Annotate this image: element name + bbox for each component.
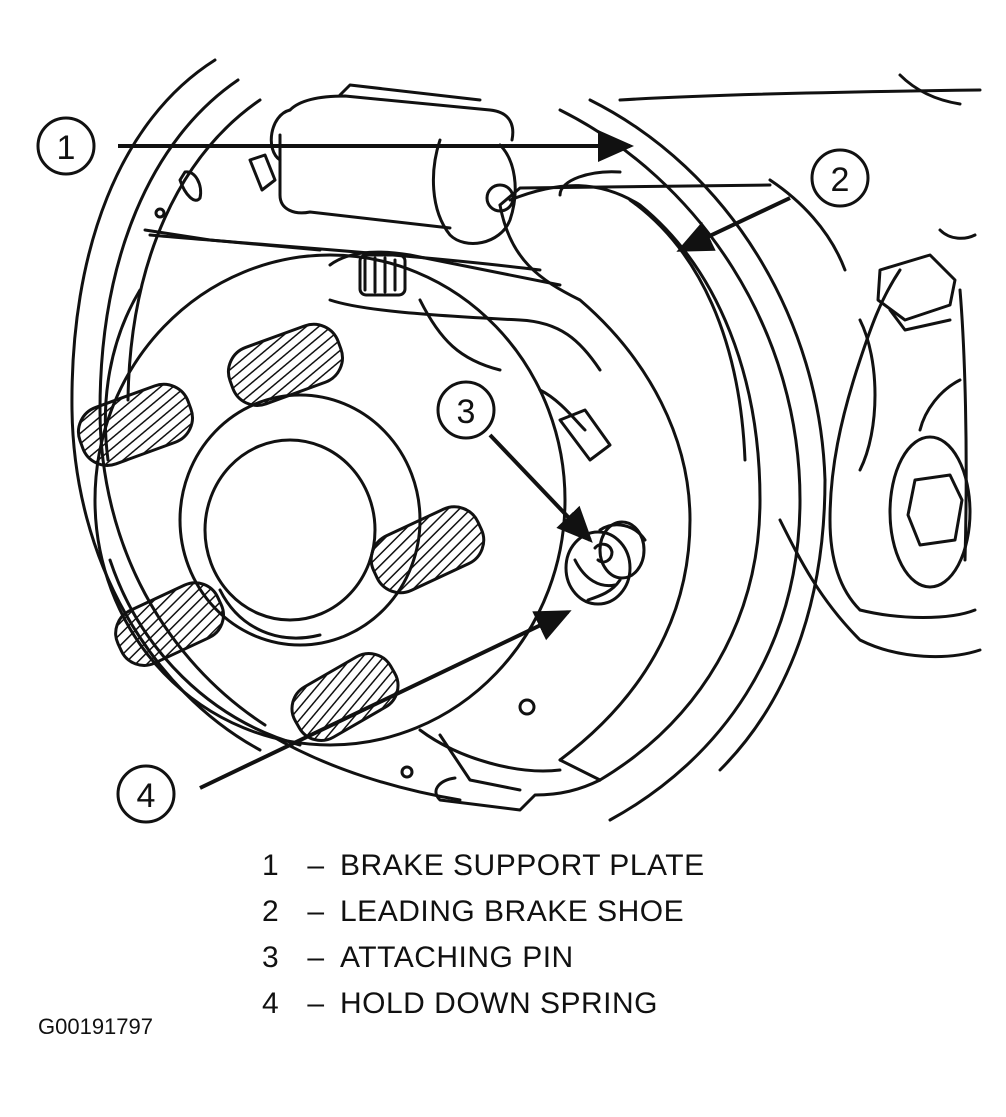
leader-arrow-3: [488, 433, 593, 543]
attaching-pin: [593, 542, 614, 564]
suspension-knuckle: [618, 73, 982, 659]
legend-separator: –: [307, 849, 325, 882]
legend-number: 4: [262, 987, 280, 1020]
callout-2-number: 2: [831, 161, 850, 199]
callout-3-number: 3: [457, 393, 476, 431]
leader-arrow-2: [676, 196, 791, 252]
wheel-cylinder: [248, 83, 517, 245]
brake-drum-edge: [558, 98, 827, 822]
callout-3: 3: [436, 380, 496, 440]
wheel-stud-1: [227, 322, 344, 407]
legend-label: HOLD DOWN SPRING: [340, 987, 659, 1020]
wheel-stud-2: [77, 382, 194, 467]
legend-row-2: 2 – LEADING BRAKE SHOE: [262, 889, 705, 935]
legend-row-3: 3 – ATTACHING PIN: [262, 935, 705, 981]
legend-number: 3: [262, 941, 280, 974]
callout-4: 4: [116, 764, 176, 824]
hold-down-spring: [564, 520, 647, 606]
leader-arrow-4: [199, 610, 572, 790]
legend-row-4: 4 – HOLD DOWN SPRING: [262, 981, 705, 1027]
figure-id: G00191797: [38, 1014, 153, 1039]
legend-label: ATTACHING PIN: [340, 941, 574, 974]
legend-separator: –: [307, 987, 325, 1020]
legend-row-1: 1 – BRAKE SUPPORT PLATE: [262, 843, 705, 889]
brake-assembly-illustration: 1 2 3 4: [36, 58, 982, 824]
legend-number: 2: [262, 895, 280, 928]
callout-1: 1: [36, 116, 96, 176]
legend-number: 1: [262, 849, 280, 882]
leading-brake-shoe: [434, 170, 772, 812]
callout-4-number: 4: [137, 777, 156, 815]
legend-label: LEADING BRAKE SHOE: [340, 895, 685, 928]
adjuster-assembly: [328, 250, 612, 462]
wheel-stud-5: [290, 652, 400, 742]
callout-1-number: 1: [57, 129, 76, 167]
legend: 1 – BRAKE SUPPORT PLATE 2 – LEADING BRAK…: [262, 843, 705, 1027]
legend-label: BRAKE SUPPORT PLATE: [340, 849, 705, 882]
callout-2: 2: [810, 148, 870, 208]
wheel-stud-3: [369, 505, 486, 595]
hub-flange: [93, 253, 567, 792]
legend-separator: –: [307, 895, 325, 928]
wheel-stud-4: [114, 581, 225, 667]
legend-separator: –: [307, 941, 325, 974]
